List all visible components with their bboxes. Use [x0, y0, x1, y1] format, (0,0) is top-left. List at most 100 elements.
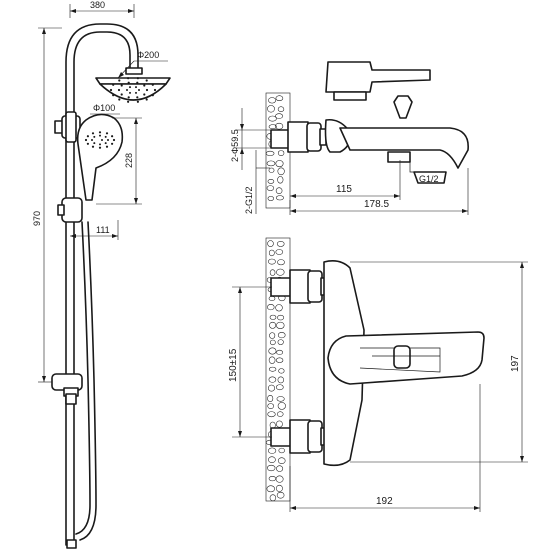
spray-hole — [112, 138, 116, 142]
wall-stone — [275, 95, 284, 101]
spray-hole — [127, 100, 130, 103]
dim-column-top-width: 380 — [69, 0, 135, 18]
wall-stone — [269, 332, 276, 339]
spray-hole — [138, 89, 140, 91]
wall-stone — [275, 475, 284, 483]
wall-stone — [268, 115, 277, 122]
dim-spout-depth: 115 — [290, 160, 401, 200]
dim-text-228: 228 — [124, 153, 134, 168]
spray-hole — [112, 94, 115, 97]
spray-hole — [136, 100, 139, 103]
wall-stone — [267, 179, 275, 184]
spray-hole — [86, 142, 89, 145]
wall-stone — [277, 339, 284, 345]
dim-text-head: Φ200 — [137, 50, 159, 60]
spray-hole — [118, 79, 121, 82]
dim-hand-height: 228 — [96, 117, 142, 205]
wall-stone — [268, 249, 275, 257]
spray-hole — [99, 143, 101, 146]
wall-stone — [277, 150, 285, 156]
spray-hole — [143, 93, 146, 96]
spray-hole — [105, 145, 109, 148]
wall-stone — [268, 124, 277, 130]
spray-hole — [104, 142, 107, 145]
wall-stone — [277, 106, 285, 112]
wall-stone — [276, 241, 285, 247]
dim-inlet-thread: 2-G1/2 — [244, 150, 270, 214]
shower-hose — [79, 221, 97, 541]
spray-hole — [98, 131, 102, 134]
spray-hole — [104, 135, 107, 138]
spray-hole — [135, 86, 137, 89]
wall-stone — [277, 167, 285, 176]
wall-stone — [277, 259, 285, 266]
spray-hole — [117, 88, 121, 92]
spray-hole — [151, 83, 154, 86]
spray-hole — [145, 88, 149, 92]
wall-bracket-lower — [51, 373, 83, 405]
shower-column: 380 Φ200 970 Φ100 228 — [32, 0, 171, 549]
wall-stone — [268, 447, 277, 454]
spray-hole — [98, 146, 102, 149]
dim-inlet-centers: 150±15 — [228, 286, 272, 438]
wall-stone — [277, 314, 285, 321]
wall-stone — [276, 321, 285, 329]
spray-hole — [136, 77, 139, 80]
spray-hole — [135, 91, 137, 94]
wall-stone — [267, 196, 274, 201]
wall-stone — [266, 485, 275, 493]
wall-stone — [267, 240, 274, 247]
dim-mixer-height: 197 — [350, 261, 528, 463]
spray-hole — [109, 88, 113, 92]
wall-stone — [268, 366, 277, 372]
side-outlet — [387, 151, 411, 163]
wall-stone — [276, 411, 284, 417]
wall-stone — [267, 304, 275, 311]
side-nut — [306, 122, 322, 152]
wall-stone — [275, 249, 284, 255]
dim-spout-overall: 178.5 — [289, 168, 469, 215]
spray-hole — [120, 84, 123, 87]
wall-stone — [268, 167, 275, 173]
wall-stone — [276, 465, 284, 472]
spray-hole — [136, 81, 139, 84]
wall-stone — [276, 268, 285, 276]
dim-text-inlet-diameter: 2-Φ59.5 — [230, 129, 240, 162]
wall-stone — [276, 491, 285, 499]
wall-stone — [265, 150, 275, 156]
spray-hole — [153, 88, 157, 92]
wall-stone — [268, 456, 276, 463]
spray-hole — [127, 77, 130, 80]
wall-stone — [275, 187, 283, 194]
wall-stone — [275, 113, 284, 119]
spray-hole — [84, 138, 88, 142]
front-inlet-upper — [270, 277, 292, 297]
wall-stone — [269, 269, 276, 276]
wall-stone — [277, 332, 286, 339]
wall-stone — [268, 97, 277, 104]
spray-hole — [91, 139, 93, 141]
hand-shower — [76, 113, 124, 201]
spray-hole — [101, 139, 103, 141]
hose-connector — [66, 539, 77, 549]
wall-stone — [275, 160, 284, 168]
wall-stone — [269, 314, 277, 320]
wall-stone — [267, 464, 276, 472]
spray-hole — [93, 135, 96, 138]
spray-hole — [129, 86, 131, 89]
wall-stone — [266, 185, 275, 191]
side-spout — [339, 127, 469, 169]
wall-stone — [267, 105, 275, 113]
dim-text-111: 111 — [96, 225, 110, 235]
spray-hole — [93, 142, 96, 145]
wall-stone — [268, 384, 275, 392]
spray-hole — [91, 145, 95, 148]
dim-text-spout-thread: G1/2 — [419, 174, 439, 184]
wall-stone — [268, 376, 277, 383]
overhead-shower-head — [95, 67, 171, 103]
wall-stone — [278, 447, 285, 454]
wall-stone — [276, 396, 285, 402]
spray-hole — [107, 139, 109, 141]
spray-hole — [136, 96, 139, 99]
wall-stone — [269, 339, 276, 346]
